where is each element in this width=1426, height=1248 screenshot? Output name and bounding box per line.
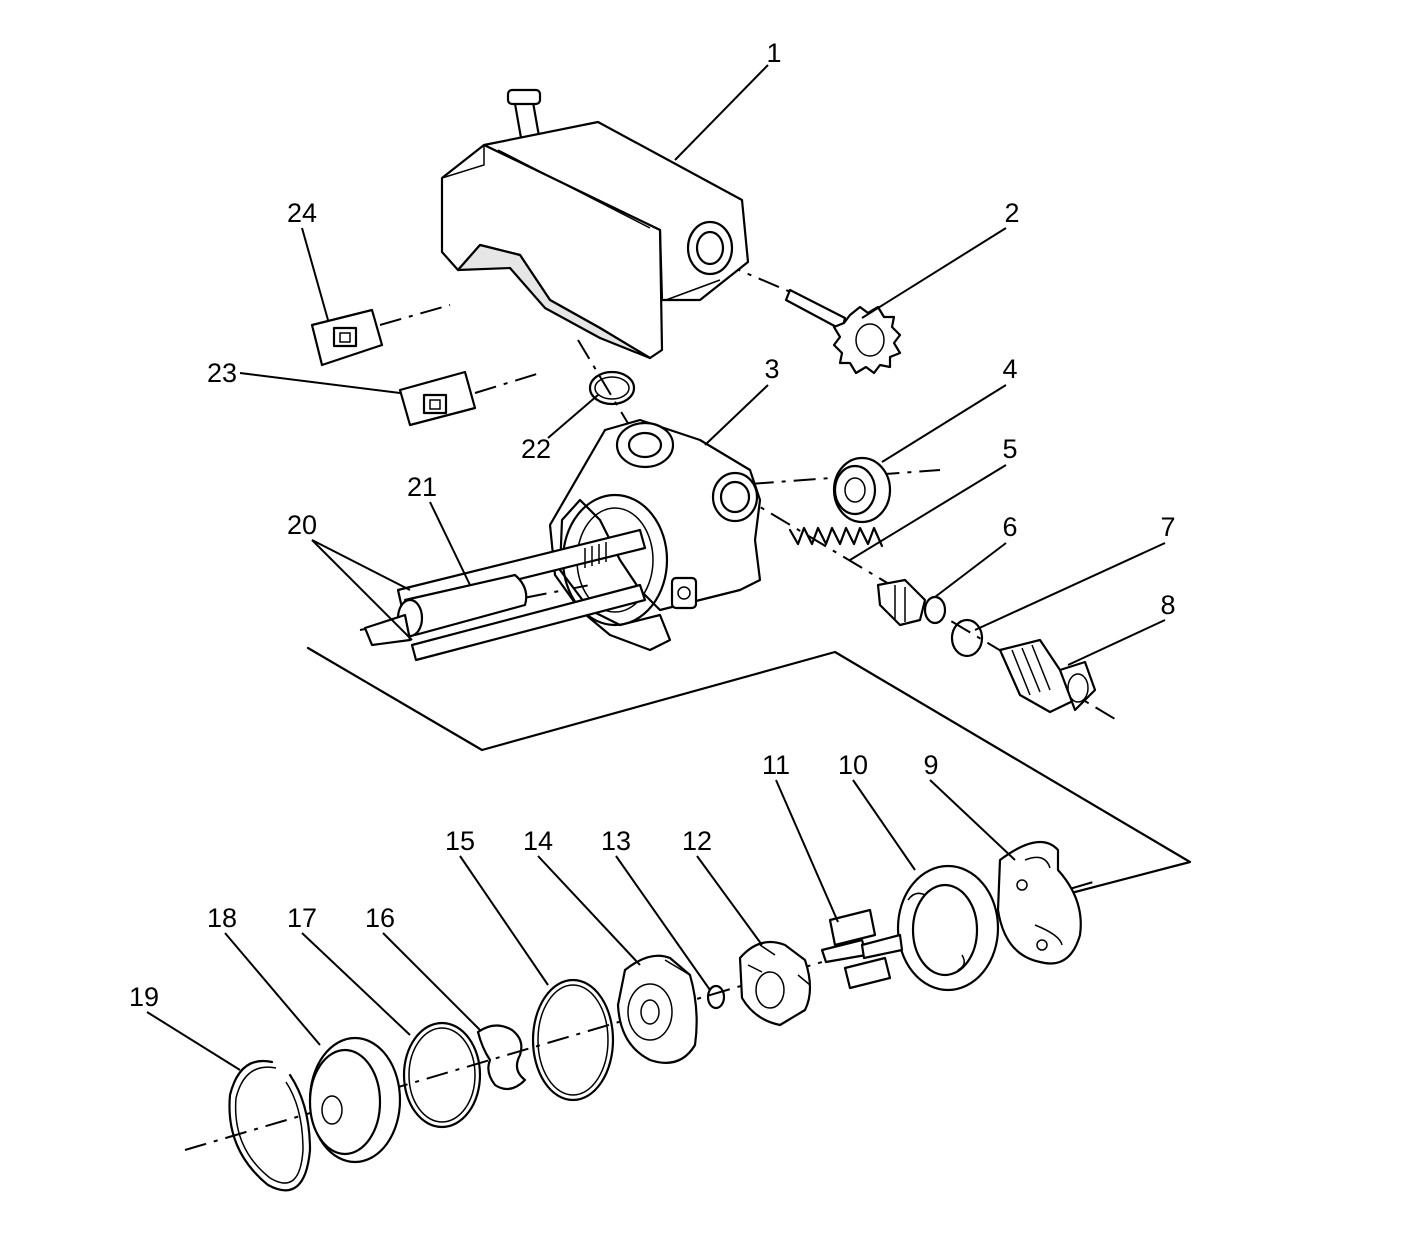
o-ring-7-part — [950, 618, 984, 658]
callout-19: 19 — [129, 982, 159, 1012]
callout-2: 2 — [1004, 198, 1019, 228]
callout-16: 16 — [365, 903, 395, 933]
callout-22: 22 — [521, 434, 551, 464]
callout-4: 4 — [1002, 354, 1017, 384]
cam-ring-10-part — [896, 864, 1000, 992]
o-ring-22-part — [588, 370, 636, 406]
callout-7: 7 — [1160, 512, 1175, 542]
callout-5: 5 — [1002, 434, 1017, 464]
callout-13: 13 — [601, 826, 631, 856]
callout-11: 11 — [762, 750, 790, 780]
clip-23-part — [398, 370, 477, 427]
callout-24: 24 — [287, 198, 317, 228]
ring-13-part — [706, 984, 726, 1010]
callout-1: 1 — [766, 38, 781, 68]
callout-14: 14 — [523, 826, 553, 856]
pump-housing-part — [548, 418, 762, 652]
spring-5-part — [788, 526, 884, 548]
plate-9-part — [996, 840, 1082, 965]
clip-24-part — [310, 308, 384, 367]
retaining-ring-19-part — [228, 1059, 312, 1192]
callout-23: 23 — [207, 358, 237, 388]
leader-lines — [146, 64, 1166, 1071]
callout-18: 18 — [207, 903, 237, 933]
callout-8: 8 — [1160, 590, 1175, 620]
callout-15: 15 — [445, 826, 475, 856]
callout-6: 6 — [1002, 512, 1017, 542]
flow-shaft-part — [363, 528, 647, 662]
fitting-8-part — [998, 638, 1097, 714]
shaft-gear-part — [784, 288, 902, 375]
callout-labels: 1 2 3 4 5 6 7 8 9 10 11 12 13 14 15 16 1… — [129, 38, 1176, 1012]
callout-10: 10 — [838, 750, 868, 780]
callout-21: 21 — [407, 472, 437, 502]
pressure-plate-14-part — [616, 954, 698, 1064]
end-plate-18-part — [308, 1036, 402, 1164]
vanes-11-part — [820, 908, 904, 990]
o-ring-17-part — [402, 1021, 482, 1129]
callout-9: 9 — [923, 750, 938, 780]
callout-20: 20 — [287, 510, 317, 540]
rotor-12-part — [738, 940, 812, 1027]
spring-clip-16-part — [476, 1024, 527, 1091]
assembly-bracket — [306, 646, 1192, 894]
callout-17: 17 — [287, 903, 317, 933]
callout-12: 12 — [682, 826, 712, 856]
valve-6-part — [876, 578, 947, 627]
callout-3: 3 — [764, 354, 779, 384]
seal-4-part — [832, 456, 892, 524]
reservoir-part — [440, 88, 750, 360]
o-ring-15-part — [531, 978, 615, 1102]
